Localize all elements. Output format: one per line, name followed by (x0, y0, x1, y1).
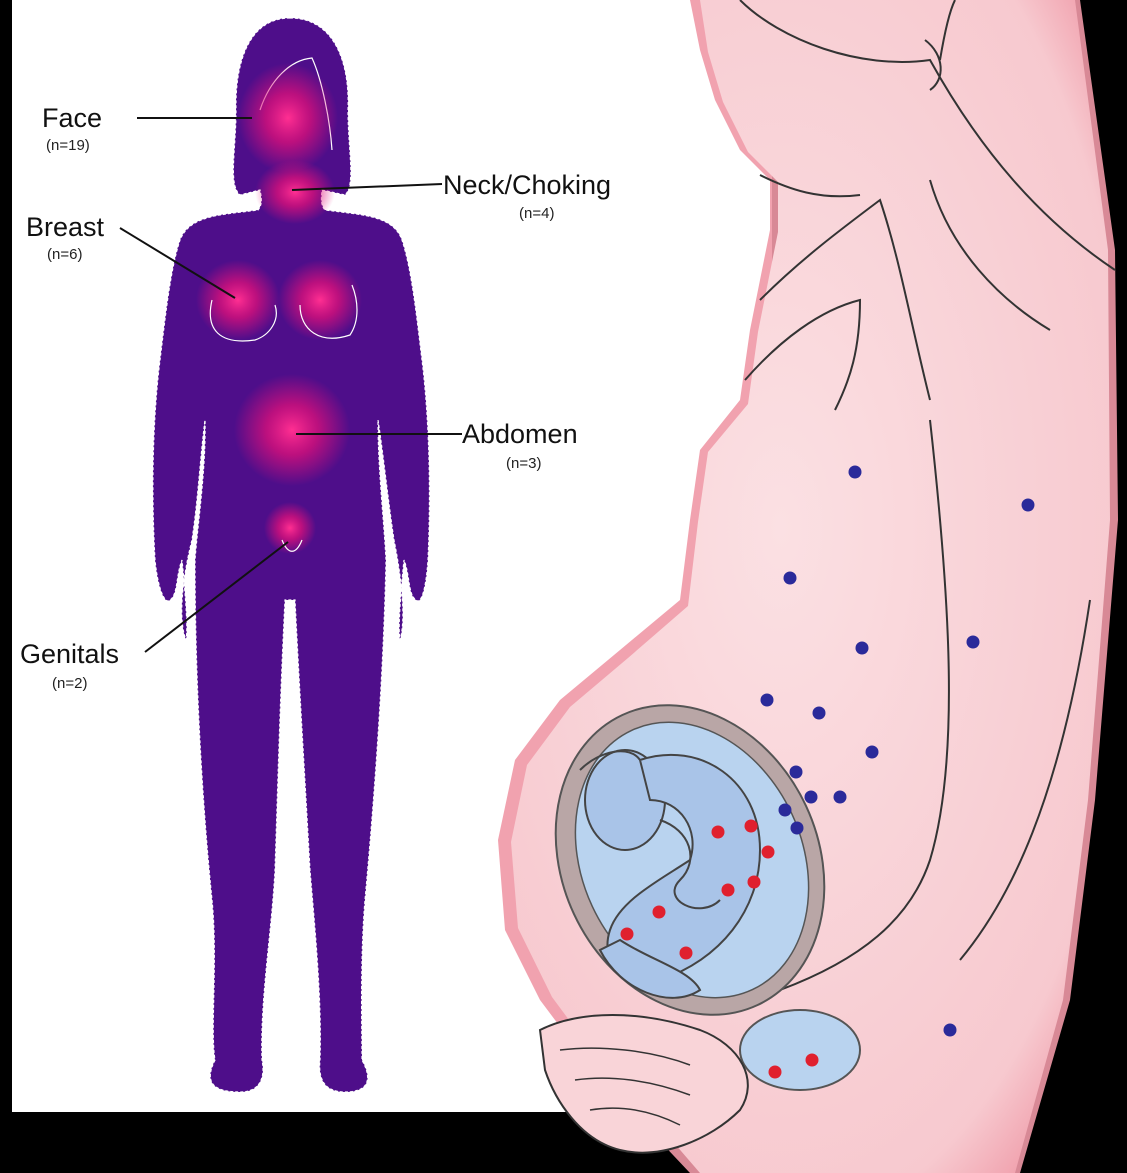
genitals-count: (n=2) (52, 675, 87, 692)
maternal-dot (791, 822, 804, 835)
maternal-dot (856, 642, 869, 655)
fetal-dot (621, 928, 634, 941)
maternal-dot (784, 572, 797, 585)
maternal-dot (849, 466, 862, 479)
maternal-dot (779, 804, 792, 817)
abdomen-count: (n=3) (506, 455, 541, 472)
face-count: (n=19) (46, 137, 90, 154)
breast-hotspot-right (278, 260, 362, 340)
fetal-dot (722, 884, 735, 897)
maternal-dot (813, 707, 826, 720)
fetal-dot (769, 1066, 782, 1079)
breast-hotspot-left (196, 260, 280, 340)
breast-label: Breast (26, 212, 105, 242)
neck-count: (n=4) (519, 205, 554, 222)
maternal-dot (866, 746, 879, 759)
fetal-dot (806, 1054, 819, 1067)
uterus-lower (740, 1010, 860, 1090)
genitals-hotspot (264, 502, 316, 554)
abdomen-hotspot (234, 374, 350, 486)
fetal-dot (745, 820, 758, 833)
maternal-dot (1022, 499, 1035, 512)
maternal-dot (944, 1024, 957, 1037)
neck-label: Neck/Choking (443, 170, 611, 200)
maternal-dot (761, 694, 774, 707)
maternal-dot (805, 791, 818, 804)
neck-hotspot (255, 160, 335, 224)
abdomen-label: Abdomen (462, 419, 578, 449)
fetal-dot (680, 947, 693, 960)
fetal-dot (748, 876, 761, 889)
face-hotspot (238, 63, 338, 173)
face-label: Face (42, 103, 102, 133)
fetal-dot (712, 826, 725, 839)
maternal-dot (790, 766, 803, 779)
maternal-dot (967, 636, 980, 649)
fetal-dot (653, 906, 666, 919)
breast-count: (n=6) (47, 246, 82, 263)
maternal-dot (834, 791, 847, 804)
genitals-label: Genitals (20, 639, 119, 669)
fetal-dot (762, 846, 775, 859)
